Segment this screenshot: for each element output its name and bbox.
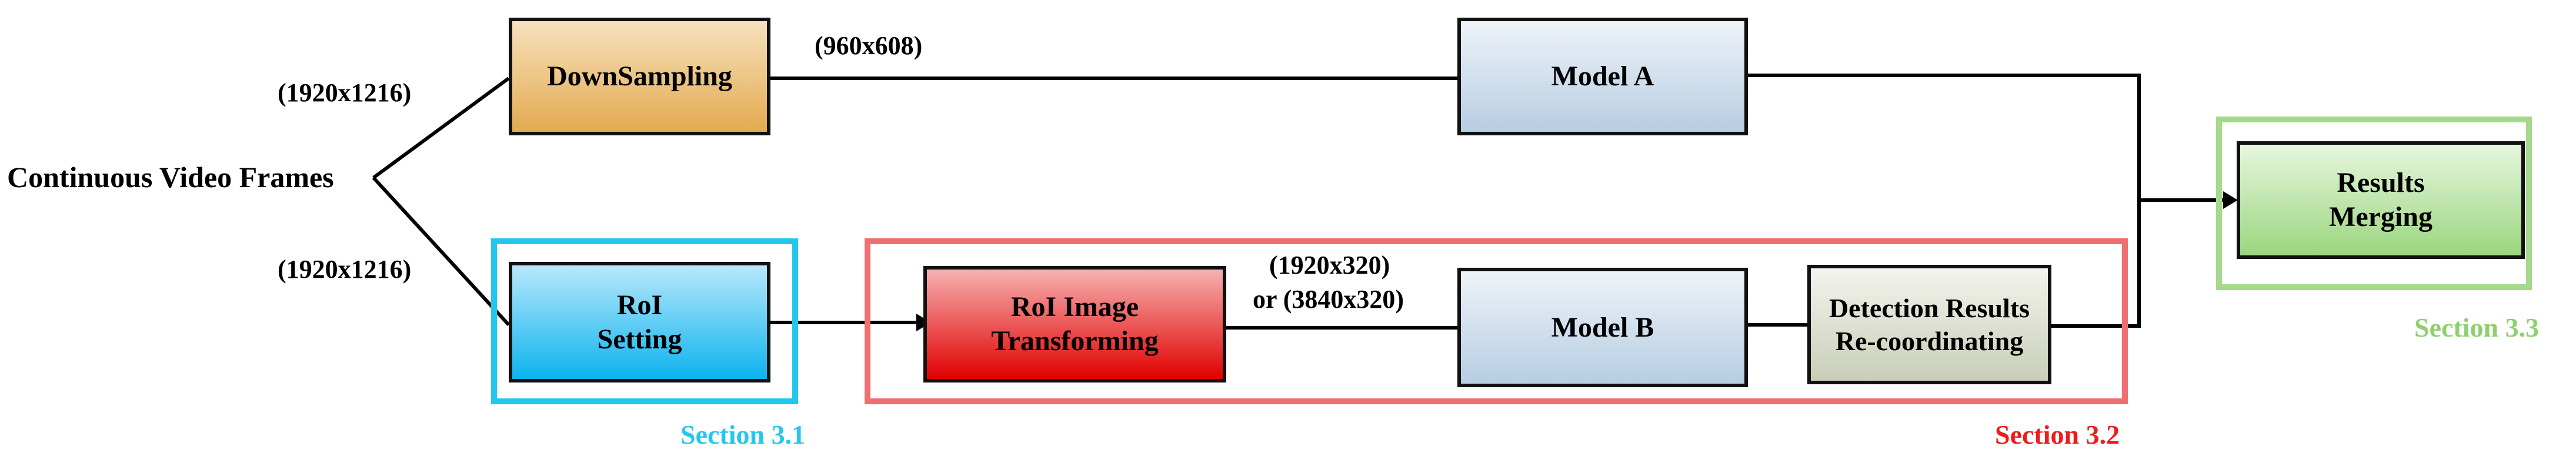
section-3-1-frame xyxy=(491,238,798,404)
model-a-label: Model A xyxy=(1551,61,1654,92)
roi-setting-text: RoI Setting xyxy=(598,288,682,357)
input-label: Continuous Video Frames xyxy=(7,161,334,194)
resolution-input-top: (1920x1216) xyxy=(278,78,412,107)
detection-recoord-text: Detection Results Re-coordinating xyxy=(1829,292,2030,358)
roi-setting-line2: Setting xyxy=(597,323,682,355)
arrowhead-merging xyxy=(2223,191,2238,209)
roi-setting-block: RoI Setting xyxy=(509,262,770,382)
section-3-3-frame xyxy=(2216,117,2532,290)
roi-transform-line2: Transforming xyxy=(991,325,1159,357)
section-3-2-frame xyxy=(865,238,2128,404)
section-3-3-label: Section 3.3 xyxy=(2414,312,2540,342)
downsampling-label: DownSampling xyxy=(547,61,732,92)
results-merging-line2: Merging xyxy=(2329,201,2432,232)
split-line-top xyxy=(372,76,510,179)
roi-transform-text: RoI Image Transforming xyxy=(991,290,1158,358)
section-3-1-label: Section 3.1 xyxy=(680,420,806,450)
model-b-block: Model B xyxy=(1457,268,1748,387)
resolution-roi-line1: (1920x320) xyxy=(1269,251,1390,280)
results-merging-text: Results Merging xyxy=(2329,166,2432,234)
resolution-downsampled: (960x608) xyxy=(815,31,923,60)
results-merging-block: Results Merging xyxy=(2237,141,2525,259)
roi-transform-line1: RoI Image xyxy=(1010,291,1139,322)
downsampling-block: DownSampling xyxy=(509,18,770,135)
roi-setting-line1: RoI xyxy=(616,289,663,321)
detection-recoord-line1: Detection Results xyxy=(1828,292,2030,323)
model-a-block: Model A xyxy=(1457,18,1748,135)
line-model-a-to-merge xyxy=(1748,74,2141,200)
resolution-input-bottom: (1920x1216) xyxy=(278,255,412,284)
roi-transform-block: RoI Image Transforming xyxy=(923,266,1226,382)
detection-recoord-line2: Re-coordinating xyxy=(1835,325,2024,356)
resolution-roi-line2: or (3840x320) xyxy=(1253,285,1404,314)
line-recoord-to-merge xyxy=(2051,199,2141,328)
split-line-bottom xyxy=(372,176,510,327)
detection-recoord-block: Detection Results Re-coordinating xyxy=(1807,265,2051,384)
section-3-2-label: Section 3.2 xyxy=(1995,420,2120,450)
model-b-label: Model B xyxy=(1551,311,1654,343)
results-merging-line1: Results xyxy=(2337,167,2425,198)
